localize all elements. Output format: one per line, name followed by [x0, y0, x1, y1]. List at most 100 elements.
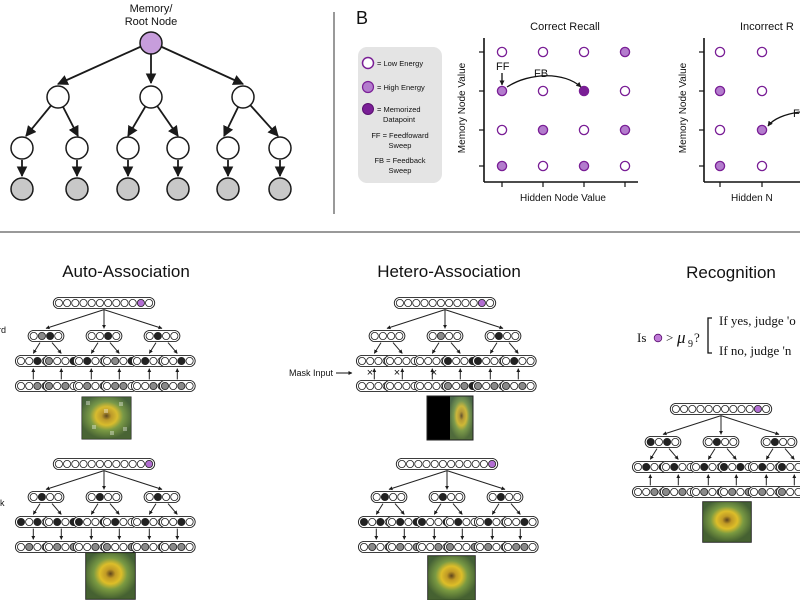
- net-unit: [111, 381, 120, 390]
- net-unit: [729, 437, 738, 446]
- legend-box: = Low Energy = High Energy = Memorized D…: [358, 47, 442, 183]
- net-unit: [119, 356, 128, 365]
- plot-incorrect-recall: Incorrect R Memory Node Value Hidden N F: [678, 21, 800, 204]
- net-unit: [758, 487, 767, 496]
- net-unit: [475, 543, 484, 552]
- net-unit: [37, 492, 46, 501]
- net-unit: [454, 543, 463, 552]
- net-unit: [469, 298, 478, 307]
- net-unit: [428, 331, 437, 340]
- net-unit: [452, 381, 461, 390]
- net-unit: [103, 543, 112, 552]
- net-unit: [477, 298, 486, 307]
- net-unit: [378, 331, 387, 340]
- net-unit: [53, 543, 62, 552]
- net-unit: [45, 356, 54, 365]
- tree-edges: [16, 41, 286, 178]
- net-unit: [71, 298, 80, 307]
- net-unit: [492, 543, 501, 552]
- left-cut-label-bottom: k: [0, 498, 5, 508]
- net-unit: [103, 356, 112, 365]
- net-unit: [25, 381, 34, 390]
- net-unit: [505, 492, 514, 501]
- net-unit: [75, 543, 84, 552]
- net-unit: [177, 518, 186, 527]
- net-unit: [95, 298, 104, 307]
- net-unit: [486, 331, 495, 340]
- net-unit: [670, 487, 679, 496]
- net-unit: [170, 331, 179, 340]
- net-unit: [484, 518, 493, 527]
- net-unit: [185, 381, 194, 390]
- net-unit: [520, 518, 529, 527]
- net-unit: [510, 381, 519, 390]
- net-unit: [132, 518, 141, 527]
- net-unit: [53, 356, 62, 365]
- net-unit: [420, 298, 429, 307]
- mask-x-1: ×: [367, 367, 373, 379]
- plot-correct-recall: Correct Recall Memory Node Value Hidden …: [457, 21, 638, 204]
- net-unit: [513, 492, 522, 501]
- net-unit: [512, 543, 521, 552]
- net-unit: [460, 356, 469, 365]
- legend-mem-2: Datapoint: [383, 115, 416, 124]
- net-unit: [376, 543, 385, 552]
- net-unit: [185, 518, 194, 527]
- net-unit: [112, 298, 121, 307]
- low-energy-node: [496, 124, 508, 136]
- net-unit: [662, 487, 671, 496]
- net-unit: [779, 437, 788, 446]
- legend-mem-1: = Memorized: [377, 105, 421, 114]
- net-unit: [359, 518, 368, 527]
- net-unit: [366, 381, 375, 390]
- net-unit: [473, 381, 482, 390]
- net-unit: [692, 487, 701, 496]
- net-unit: [45, 381, 54, 390]
- net-unit: [185, 356, 194, 365]
- net-unit: [488, 459, 497, 468]
- net-unit: [445, 298, 454, 307]
- net-unit: [680, 404, 689, 413]
- net-unit: [510, 356, 519, 365]
- legend-low-swatch: [361, 56, 375, 70]
- net-unit: [434, 543, 443, 552]
- low-energy-node: [537, 160, 549, 172]
- net-unit: [91, 356, 100, 365]
- net-unit: [374, 356, 383, 365]
- net-unit: [160, 381, 169, 390]
- low-energy-node: [619, 160, 631, 172]
- title-recognition: Recognition: [686, 263, 776, 282]
- net-unit: [170, 492, 179, 501]
- net-unit: [432, 356, 441, 365]
- net-unit: [436, 298, 445, 307]
- net-unit: [83, 543, 92, 552]
- net-unit: [650, 462, 659, 471]
- recog-no: If no, judge 'n: [719, 343, 792, 358]
- net-unit: [95, 492, 104, 501]
- net-unit: [490, 381, 499, 390]
- low-energy-node: [537, 85, 549, 97]
- title-auto-association: Auto-Association: [62, 262, 190, 281]
- net-unit: [704, 404, 713, 413]
- net-unit: [721, 404, 730, 413]
- net-unit: [670, 462, 679, 471]
- net-unit: [692, 462, 701, 471]
- net-unit: [452, 356, 461, 365]
- net-unit: [404, 298, 413, 307]
- net-unit: [63, 298, 72, 307]
- net-unit: [376, 518, 385, 527]
- net-unit: [87, 298, 96, 307]
- net-unit: [414, 459, 423, 468]
- net-unit: [496, 492, 505, 501]
- net-unit: [700, 462, 709, 471]
- net-unit: [104, 492, 113, 501]
- net-unit: [404, 543, 413, 552]
- net-unit: [61, 543, 70, 552]
- net-unit: [454, 518, 463, 527]
- net-unit: [169, 543, 178, 552]
- net-unit: [518, 356, 527, 365]
- net-unit: [436, 331, 445, 340]
- net-unit: [25, 356, 34, 365]
- net-unit: [404, 518, 413, 527]
- net-unit: [83, 381, 92, 390]
